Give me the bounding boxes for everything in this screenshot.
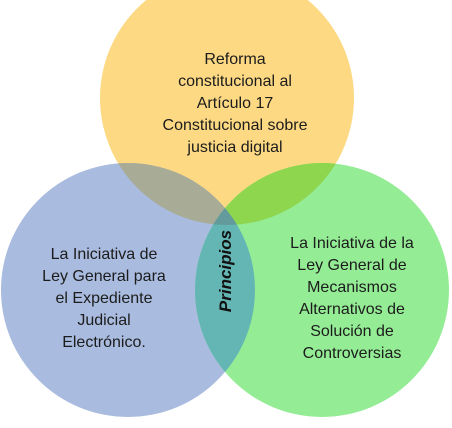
label-right-circle: La Iniciativa de la Ley General de Mecan…	[264, 233, 440, 365]
label-top-line: constitucional al	[178, 73, 292, 90]
label-left-line: el Expediente	[55, 290, 153, 307]
label-left-line: Judicial	[77, 312, 131, 329]
label-right-line: La Iniciativa de la	[290, 235, 414, 252]
label-right-line: Alternativos de	[299, 301, 405, 318]
circle-left	[1, 163, 255, 417]
label-right-line: Ley General de	[297, 257, 407, 274]
label-left-line: La Iniciativa de	[50, 246, 158, 263]
label-top-line: Artículo 17	[196, 95, 274, 112]
label-top-line: Constitucional sobre	[162, 117, 308, 134]
label-right-line: Solución de	[310, 323, 394, 340]
label-right-line: Controversias	[302, 345, 402, 362]
label-right-line: Mecanismos	[307, 279, 397, 296]
center-label-principios: Principios	[216, 229, 235, 313]
label-left-circle: La Iniciativa de Ley General para el Exp…	[18, 244, 190, 354]
circle-right	[195, 163, 449, 417]
label-left-line: Ley General para	[42, 268, 166, 285]
label-top-line: Reforma	[204, 51, 266, 68]
label-top-line: justicia digital	[187, 139, 283, 156]
label-top-circle: Reforma constitucional al Artículo 17 Co…	[120, 49, 350, 159]
label-left-line: Electrónico.	[62, 334, 146, 351]
